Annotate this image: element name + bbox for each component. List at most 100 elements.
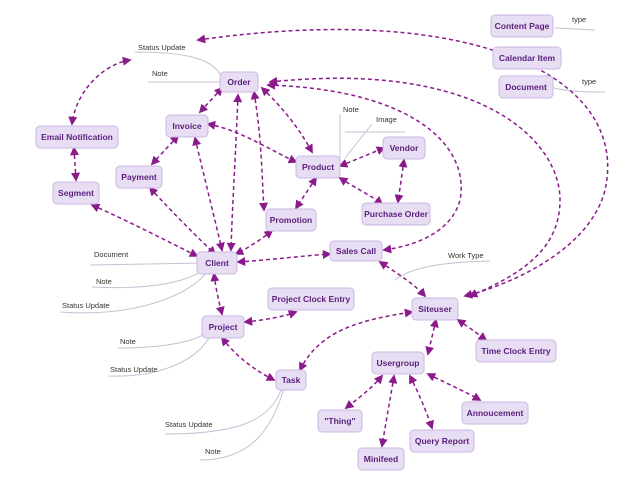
- edge-usergroup-thing: [344, 374, 384, 410]
- node-label-thing: "Thing": [324, 416, 355, 426]
- node-label-siteuser: Siteuser: [418, 304, 452, 314]
- edge-order-siteuser: [268, 76, 561, 298]
- node-annoucement[interactable]: Annoucement: [461, 401, 529, 425]
- attr-line-status-update-top: [134, 51, 223, 79]
- node-label-minifeed: Minifeed: [364, 454, 398, 464]
- attr-note-product: Note: [343, 105, 359, 114]
- edge-product-purchase-order: [338, 177, 384, 206]
- node-label-client: Client: [205, 258, 229, 268]
- attr-type-document: type: [582, 77, 596, 86]
- node-label-payment: Payment: [121, 172, 157, 182]
- edge-task-siteuser: [299, 308, 414, 372]
- edge-client-sales-call: [236, 249, 332, 267]
- node-purchase-order[interactable]: Purchase Order: [361, 202, 431, 226]
- node-label-content-page: Content Page: [495, 21, 550, 31]
- node-label-annoucement: Annoucement: [467, 408, 524, 418]
- node-content-page[interactable]: Content Page: [490, 14, 554, 38]
- edge-usergroup-query-report: [409, 374, 434, 430]
- attr-status-update-top: Status Update: [138, 43, 186, 52]
- edge-invoice-product: [206, 120, 298, 164]
- node-project[interactable]: Project: [201, 315, 245, 339]
- edge-order-product: [260, 86, 313, 154]
- node-task[interactable]: Task: [275, 369, 307, 391]
- node-client[interactable]: Client: [196, 251, 238, 275]
- node-minifeed[interactable]: Minifeed: [357, 447, 405, 471]
- node-calendar-item[interactable]: Calendar Item: [492, 46, 562, 70]
- attr-document-client: Document: [94, 250, 129, 259]
- edge-siteuser-time-clock: [456, 319, 488, 342]
- node-segment[interactable]: Segment: [52, 181, 100, 205]
- node-invoice[interactable]: Invoice: [165, 114, 209, 138]
- attribute-labels: Status Update Note Note Image Document N…: [62, 15, 596, 456]
- node-order[interactable]: Order: [219, 71, 259, 93]
- node-query-report[interactable]: Query Report: [409, 429, 475, 453]
- node-label-calendar-item: Calendar Item: [499, 53, 556, 63]
- attribute-lines: [59, 27, 606, 461]
- node-product[interactable]: Product: [295, 155, 341, 179]
- edge-payment-client: [148, 186, 217, 256]
- attr-image-product: Image: [376, 115, 397, 124]
- edge-promotion-client: [234, 229, 274, 255]
- node-label-promotion: Promotion: [270, 215, 313, 225]
- node-label-vendor: Vendor: [390, 143, 420, 153]
- node-label-time-clock-entry: Time Clock Entry: [481, 346, 551, 356]
- node-label-purchase-order: Purchase Order: [364, 209, 428, 219]
- edge-vendor-purchase-order: [394, 158, 408, 204]
- edge-status-update-siteuser: [196, 28, 609, 299]
- node-label-project-clock-entry: Project Clock Entry: [272, 294, 351, 304]
- node-label-usergroup: Usergroup: [377, 358, 420, 368]
- edge-project-task: [220, 336, 276, 381]
- attr-line-image-product: [344, 123, 373, 159]
- node-siteuser[interactable]: Siteuser: [411, 297, 459, 321]
- node-label-project: Project: [209, 322, 238, 332]
- attr-line-work-type: [394, 260, 491, 281]
- attr-line-document-client: [89, 262, 206, 266]
- edge-usergroup-minifeed: [378, 374, 398, 448]
- node-label-invoice: Invoice: [172, 121, 202, 131]
- edge-order-client: [226, 93, 243, 252]
- edge-segment-client: [90, 203, 199, 257]
- edge-invoice-payment: [150, 134, 180, 166]
- attr-status-update-client: Status Update: [62, 301, 110, 310]
- edge-order-promotion: [250, 90, 269, 212]
- attr-type-content-page: type: [572, 15, 586, 24]
- node-label-email-notification: Email Notification: [41, 132, 113, 142]
- edge-product-vendor: [338, 146, 386, 168]
- edge-siteuser-usergroup: [425, 318, 439, 356]
- attr-status-update-task: Status Update: [165, 420, 213, 429]
- nodes: Order Invoice Product Vendor Payment Ema…: [35, 14, 562, 471]
- attr-note-task: Note: [205, 447, 221, 456]
- node-email-notification[interactable]: Email Notification: [35, 125, 119, 149]
- edge-project-clock-entry: [243, 310, 298, 326]
- node-label-document: Document: [505, 82, 547, 92]
- node-document[interactable]: Document: [498, 75, 554, 99]
- node-time-clock-entry[interactable]: Time Clock Entry: [475, 339, 557, 363]
- node-label-task: Task: [282, 375, 301, 385]
- node-thing[interactable]: "Thing": [317, 409, 363, 433]
- edge-sales-call-siteuser: [378, 261, 427, 298]
- edge-client-project: [210, 272, 225, 316]
- node-vendor[interactable]: Vendor: [382, 136, 426, 160]
- attr-line-type-content-page: [554, 27, 596, 31]
- edge-usergroup-annoucement: [426, 373, 482, 401]
- node-usergroup[interactable]: Usergroup: [371, 351, 425, 375]
- node-payment[interactable]: Payment: [115, 165, 163, 189]
- relationship-edges: [68, 28, 609, 448]
- edge-email-segment: [69, 146, 81, 182]
- edge-status-update-email: [68, 56, 132, 126]
- node-label-query-report: Query Report: [415, 436, 469, 446]
- attr-note-client: Note: [96, 277, 112, 286]
- edge-product-promotion: [295, 176, 317, 210]
- attr-line-type-document: [553, 87, 606, 93]
- attr-line-note-task: [199, 387, 285, 461]
- node-label-sales-call: Sales Call: [336, 246, 376, 256]
- attr-note-order: Note: [152, 69, 168, 78]
- attr-line-status-update-project: [107, 331, 213, 377]
- attr-work-type: Work Type: [448, 251, 484, 260]
- node-sales-call[interactable]: Sales Call: [329, 240, 383, 262]
- node-label-order: Order: [227, 77, 251, 87]
- node-label-segment: Segment: [58, 188, 94, 198]
- node-project-clock-entry[interactable]: Project Clock Entry: [267, 287, 355, 311]
- node-promotion[interactable]: Promotion: [265, 208, 317, 232]
